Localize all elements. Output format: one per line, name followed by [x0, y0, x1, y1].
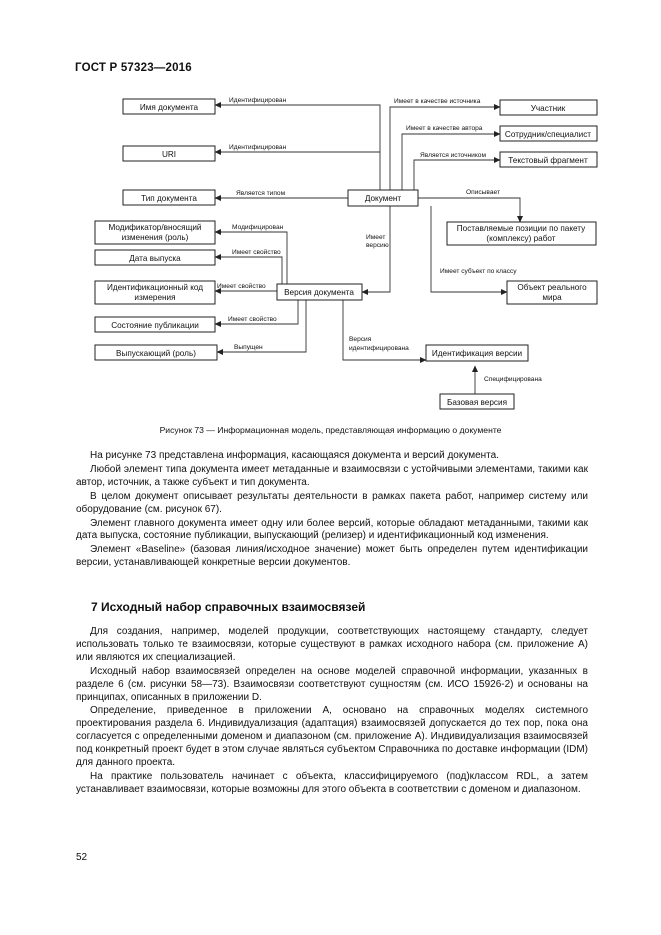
box-doc-name: Имя документа: [122, 98, 216, 115]
label-modified: Модифицирован: [232, 224, 284, 231]
label-has-property-2: Имеет свойство: [217, 282, 266, 290]
label-version-identified-2: идентифицирована: [349, 345, 409, 352]
connector-identified-name: [214, 102, 381, 190]
figure-caption: Рисунок 73 — Информационная модель, пред…: [159, 425, 502, 435]
paragraph: Исходный набор взаимосвязей определен на…: [76, 665, 588, 703]
box-supplied-items: Поставляемые позиции по пакету (комплекс…: [446, 221, 597, 246]
box-release-date-label: Дата выпуска: [129, 254, 181, 263]
label-is-source: Является источником: [420, 152, 486, 159]
box-text-fragment-label: Текстовый фрагмент: [508, 156, 588, 165]
label-as-source: Имеет в качестве источника: [394, 98, 481, 105]
label-specified: Специфицирована: [484, 376, 542, 383]
box-modifier-line2: изменения (роль): [122, 233, 189, 242]
box-id-code: Идентификационный код измерения: [94, 280, 216, 305]
box-modifier: Модификатор/вносящий изменения (роль): [94, 220, 216, 245]
label-has-version-2: версию: [366, 242, 389, 249]
connector-prop-date: [214, 254, 283, 284]
box-doc-version: Версия документа: [276, 283, 363, 301]
connector-as-source: [389, 104, 501, 190]
label-has-property-1: Имеет свойство: [232, 248, 281, 256]
box-issuer-label: Выпускающий (роль): [116, 349, 196, 358]
box-supplied-line2: (комплексу) работ: [486, 234, 555, 243]
connectors: [214, 102, 523, 394]
box-employee-label: Сотрудник/специалист: [505, 130, 591, 139]
box-supplied-line1: Поставляемые позиции по пакету: [457, 224, 586, 233]
label-is-type: Является типом: [236, 190, 286, 197]
box-doc-type-label: Тип документа: [141, 194, 197, 203]
box-version-id: Идентификация версии: [425, 344, 529, 362]
body-text-block-b: Для создания, например, моделей продукци…: [76, 626, 588, 797]
box-base-version: Базовая версия: [439, 393, 515, 410]
connector-as-author: [401, 131, 501, 190]
connector-has-subject: [430, 206, 508, 295]
label-identified-2: Идентифицирован: [229, 144, 287, 151]
label-identified-1: Идентифицирован: [229, 97, 287, 104]
box-modifier-line1: Модификатор/вносящий: [109, 223, 202, 232]
box-participant: Участник: [499, 99, 598, 116]
label-released: Выпущен: [234, 344, 263, 351]
paragraph: На рисунке 73 представлена информация, к…: [90, 450, 499, 461]
box-real-object-line1: Объект реального: [517, 283, 587, 292]
label-as-author: Имеет в качестве автора: [406, 125, 483, 132]
document-header: ГОСТ Р 57323—2016: [75, 62, 192, 74]
box-base-version-label: Базовая версия: [447, 398, 507, 407]
information-model-diagram: Имя документа URI Тип документа Модифика…: [94, 97, 598, 410]
box-doc-type: Тип документа: [122, 189, 216, 206]
connector-modified: [214, 229, 288, 284]
box-uri-label: URI: [162, 150, 176, 159]
paragraph: Определение, приведенное в приложении А,…: [76, 705, 588, 769]
box-pub-state-label: Состояние публикации: [111, 321, 199, 330]
box-release-date: Дата выпуска: [94, 249, 216, 266]
connector-has-version: [361, 206, 391, 295]
box-pub-state: Состояние публикации: [94, 316, 216, 333]
page-number: 52: [76, 852, 88, 863]
connector-is-source: [413, 157, 501, 190]
box-employee: Сотрудник/специалист: [499, 125, 598, 142]
body-text-block-a: На рисунке 73 представлена информация, к…: [76, 450, 588, 570]
box-version-id-label: Идентификация версии: [432, 349, 522, 358]
box-participant-label: Участник: [531, 104, 566, 113]
paragraph: В целом документ описывает результаты де…: [76, 490, 588, 515]
box-id-code-line2: измерения: [134, 293, 175, 302]
paragraph: На практике пользователь начинает с объе…: [76, 770, 588, 795]
connector-version-identified: [342, 300, 427, 363]
box-document-label: Документ: [365, 194, 402, 203]
label-describes: Описывает: [466, 189, 500, 196]
box-real-object-line2: мира: [542, 293, 562, 302]
label-version-identified-1: Версия: [349, 336, 372, 343]
box-issuer: Выпускающий (роль): [94, 344, 218, 361]
box-uri: URI: [122, 145, 216, 162]
box-real-object: Объект реального мира: [506, 280, 598, 305]
paragraph: Любой элемент типа документа имеет метад…: [76, 463, 588, 488]
box-doc-version-label: Версия документа: [284, 288, 354, 297]
relation-labels: Идентифицирован Идентифицирован Является…: [217, 97, 542, 383]
box-text-fragment: Текстовый фрагмент: [499, 151, 598, 168]
box-id-code-line1: Идентификационный код: [107, 283, 203, 292]
label-has-version-1: Имеет: [366, 234, 385, 241]
paragraph: Элемент «Baseline» (базовая линия/исходн…: [76, 544, 588, 569]
section-title: 7 Исходный набор справочных взаимосвязей: [91, 600, 366, 614]
box-document: Документ: [347, 189, 419, 207]
paragraph: Элемент главного документа имеет одну ил…: [76, 517, 588, 542]
label-has-subject: Имеет субъект по классу: [440, 267, 517, 275]
connector-prop-state: [214, 300, 299, 327]
box-doc-name-label: Имя документа: [140, 103, 199, 112]
connector-released: [216, 300, 307, 355]
paragraph: Для создания, например, моделей продукци…: [76, 626, 588, 663]
label-has-property-3: Имеет свойство: [228, 315, 277, 323]
connector-describes: [418, 197, 523, 223]
